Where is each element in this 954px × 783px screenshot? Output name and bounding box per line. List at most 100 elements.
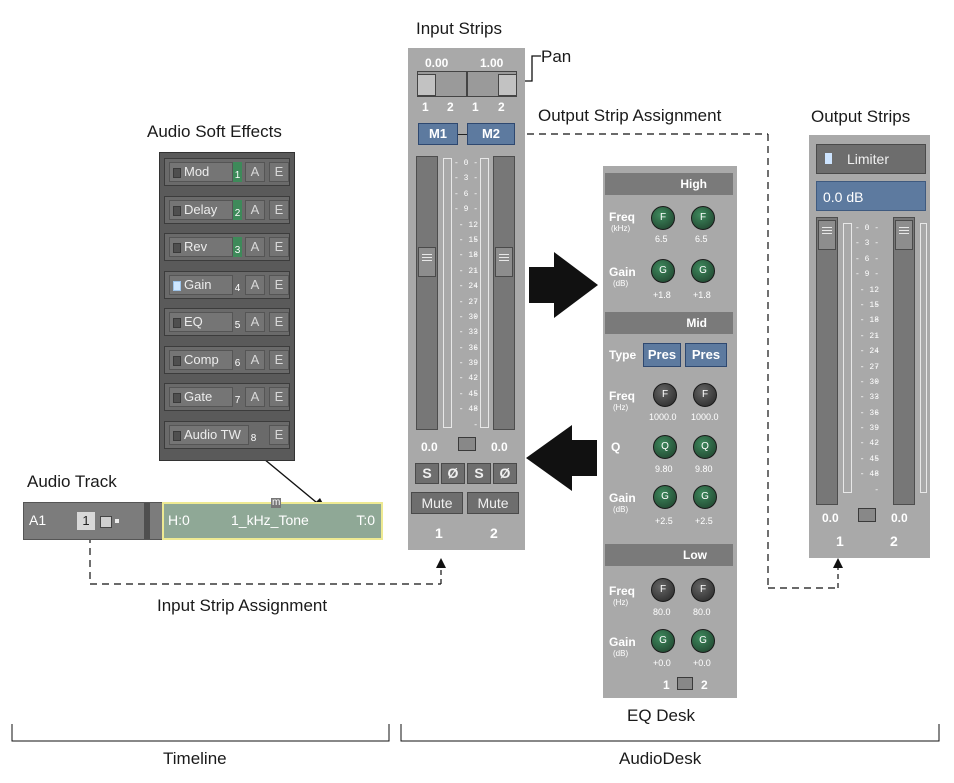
eq-high-gain-knob-2[interactable]: G — [691, 259, 715, 283]
eq-mid-freq-knob-2[interactable]: F — [693, 383, 717, 407]
meter-scale-tick: - 18 - — [859, 316, 879, 341]
track-strip-button[interactable]: 1 — [77, 512, 95, 530]
effect-edit-button[interactable]: E — [269, 237, 289, 257]
solo-button-2[interactable]: S — [467, 463, 491, 484]
effect-slot-number: 4 — [234, 282, 241, 294]
pan-label: Pan — [541, 47, 572, 66]
effect-slot-number: 8 — [250, 432, 257, 444]
meter-scale-tick: - 27 - — [859, 362, 879, 387]
effect-automation-button[interactable]: A — [245, 387, 265, 407]
effect-automation-button[interactable]: A — [245, 312, 265, 332]
eq-mid-freq-knob-1[interactable]: F — [653, 383, 677, 407]
input-meter-1 — [443, 158, 452, 428]
input-fader-1-handle[interactable] — [418, 247, 436, 277]
effect-automation-button[interactable]: A — [245, 199, 265, 220]
pan-channel-1: 1 — [422, 100, 429, 114]
eq-mid-q-value-1: 9.80 — [655, 464, 673, 474]
eq-mid-gain-knob-2[interactable]: G — [693, 485, 717, 509]
effect-comp-button[interactable]: Comp — [169, 349, 233, 370]
effect-rev-button[interactable]: Rev — [169, 237, 233, 257]
effect-automation-button[interactable]: A — [245, 162, 265, 182]
input-strip-assignment-label: Input Strip Assignment — [157, 596, 328, 615]
track-monitor-icon[interactable] — [100, 516, 112, 528]
meter-scale-tick: - 12 - — [458, 220, 478, 245]
effect-eq-button[interactable]: EQ — [169, 312, 233, 332]
output-fader-1-handle[interactable] — [818, 220, 836, 250]
effect-automation-button[interactable]: A — [245, 237, 265, 257]
effect-edit-button[interactable]: E — [269, 349, 289, 370]
eq-channel-1: 1 — [663, 678, 670, 692]
output-fader-2-handle[interactable] — [895, 220, 913, 250]
eq-low-freq-knob-1[interactable]: F — [651, 578, 675, 602]
mute-button-1[interactable]: Mute — [411, 492, 463, 514]
eq-high-freq-knob-1[interactable]: F — [651, 206, 675, 230]
effect-mod-button[interactable]: Mod — [169, 162, 233, 182]
eq-high-gain-unit: (dB) — [613, 279, 629, 288]
effect-gate-button[interactable]: Gate — [169, 387, 233, 407]
meter-scale-tick: - 15 - — [859, 300, 879, 326]
bus-m1-button[interactable]: M1 — [418, 123, 458, 145]
eq-link-button[interactable] — [677, 677, 693, 690]
eq-low-gain-value-1: +0.0 — [653, 658, 671, 668]
eq-low-freq-knob-2[interactable]: F — [691, 578, 715, 602]
effect-edit-button[interactable]: E — [269, 424, 289, 445]
effect-edit-button[interactable]: E — [269, 199, 289, 220]
eq-mid-freq-unit: (Hz) — [613, 403, 629, 412]
phase-button-1[interactable]: Ø — [441, 463, 465, 484]
eq-mid-gain-value-1: +2.5 — [655, 516, 673, 526]
limiter-button[interactable]: Limiter — [816, 144, 926, 174]
effect-delay-button[interactable]: Delay — [169, 199, 233, 220]
eq-high-freq-unit: (kHz) — [611, 224, 631, 233]
input-strip-number-1: 1 — [435, 525, 443, 541]
meter-scale-tick: - 30 - — [859, 377, 879, 403]
pan-channel-2: 2 — [447, 100, 454, 114]
phase-button-2[interactable]: Ø — [493, 463, 517, 484]
solo-button-1[interactable]: S — [415, 463, 439, 484]
output-gain-display[interactable]: 0.0 dB — [816, 181, 926, 211]
eq-mid-gain-value-2: +2.5 — [695, 516, 713, 526]
audio-clip[interactable]: H:0 1_kHz_Tone T:0 m — [162, 498, 383, 540]
eq-mid-q-knob-2[interactable]: Q — [693, 435, 717, 459]
bus-m2-button[interactable]: M2 — [467, 123, 515, 145]
input-fader-2-handle[interactable] — [495, 247, 513, 277]
input-link-button[interactable] — [458, 437, 476, 451]
mute-button-2[interactable]: Mute — [467, 492, 519, 514]
effect-edit-button[interactable]: E — [269, 162, 289, 182]
clip-head: H:0 — [168, 512, 190, 528]
eq-high-freq-knob-2[interactable]: F — [691, 206, 715, 230]
meter-scale-tick: - 33 - — [859, 393, 879, 418]
eq-mid-type-button-2[interactable]: Pres — [685, 343, 727, 367]
effects-to-clip-line — [257, 453, 323, 508]
meter-scale-tick: - 42 - — [458, 374, 478, 399]
eq-low-gain-knob-1[interactable]: G — [651, 629, 675, 653]
meter-scale-tick: - 48 - — [859, 470, 879, 495]
eq-high-gain-knob-1[interactable]: G — [651, 259, 675, 283]
audio-track-label: Audio Track — [27, 472, 117, 491]
track-divider — [144, 503, 150, 539]
eq-mid-gain-knob-1[interactable]: G — [653, 485, 677, 509]
effect-edit-button[interactable]: E — [269, 312, 289, 332]
eq-low-gain-knob-2[interactable]: G — [691, 629, 715, 653]
eq-mid-header: Mid — [605, 312, 733, 334]
output-link-button[interactable] — [858, 508, 876, 522]
meter-scale-tick: - 3 - — [453, 174, 478, 184]
meter-scale-tick: - 9 - — [855, 270, 880, 280]
pan-slider-2[interactable] — [467, 71, 517, 97]
effect-automation-button[interactable]: A — [245, 274, 265, 295]
eq-low-gain-value-2: +0.0 — [693, 658, 711, 668]
eq-mid-q-knob-1[interactable]: Q — [653, 435, 677, 459]
meter-scale-tick: - 21 - — [859, 331, 879, 357]
effect-automation-button[interactable]: A — [245, 349, 265, 370]
effect-edit-button[interactable]: E — [269, 387, 289, 407]
effect-edit-button[interactable]: E — [269, 274, 289, 295]
eq-desk-panel: High Freq (kHz) F F 6.5 6.5 Gain (dB) G … — [603, 166, 737, 698]
effect-audio-tw-button[interactable]: Audio TW — [169, 424, 249, 445]
eq-mid-type-button-1[interactable]: Pres — [643, 343, 681, 367]
effect-gain-button[interactable]: Gain — [169, 274, 233, 295]
meter-scale-tick: - 21 - — [458, 266, 478, 292]
eq-low-freq-unit: (Hz) — [613, 598, 629, 607]
pan-slider-1[interactable] — [417, 71, 467, 97]
effect-slot-number: 5 — [234, 320, 241, 331]
input-level-1: 0.0 — [421, 440, 438, 454]
